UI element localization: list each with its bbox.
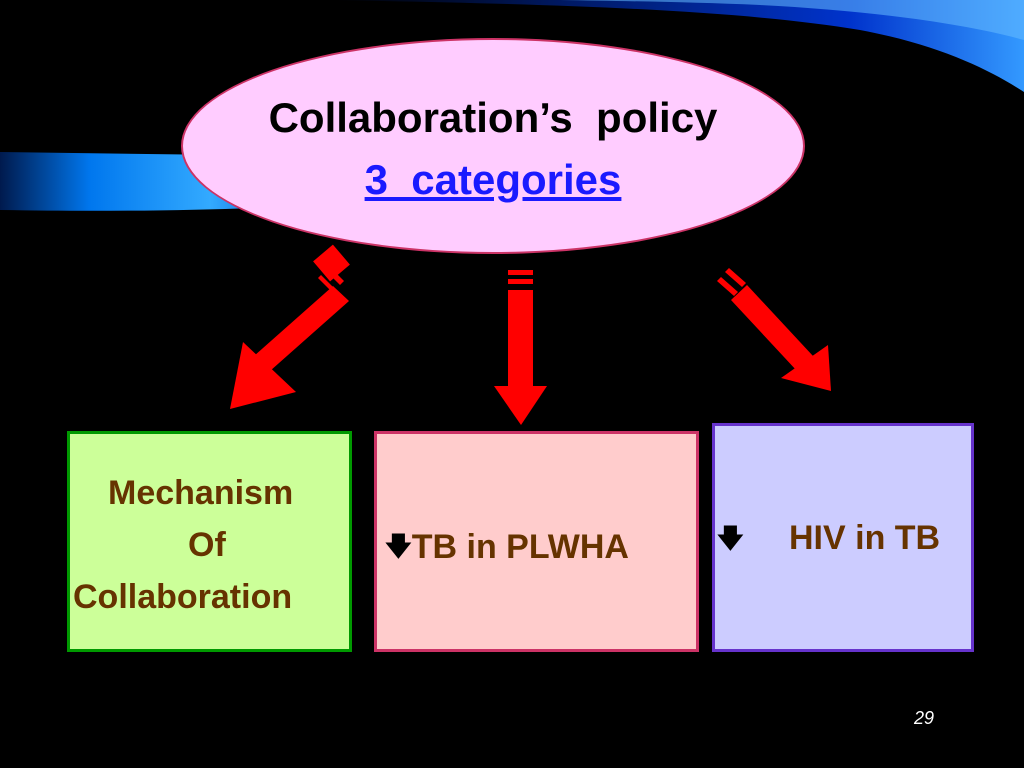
- left-arrow-shaft: [254, 286, 349, 371]
- middle-arrow-stripe-1: [508, 270, 533, 275]
- tb-in-plwha-line: 🡇TB in PLWHA: [385, 530, 629, 564]
- left-arrow-stripe-1: [325, 266, 344, 285]
- collaboration-line: Collaboration: [73, 578, 293, 616]
- right-arrow-stripe-2: [717, 277, 738, 296]
- top-swoosh-highlight: [560, 0, 1024, 40]
- right-arrow-shaft: [731, 285, 813, 371]
- hiv-in-tb-box: 🡇 HIV in TB: [712, 423, 974, 652]
- page-number: 29: [914, 708, 935, 728]
- top-swoosh: [330, 0, 1024, 92]
- middle-arrow: [494, 270, 547, 425]
- middle-arrow-shaft: [508, 290, 533, 386]
- down-arrow-bullet-icon: 🡇: [717, 523, 744, 553]
- of-line: Of: [188, 526, 226, 564]
- tb-in-plwha-text: TB in PLWHA: [411, 528, 629, 566]
- middle-arrow-head: [494, 386, 547, 425]
- mechanism-line: Mechanism: [108, 474, 294, 512]
- hiv-in-tb-text: HIV in TB: [789, 519, 941, 557]
- left-arrow: [230, 244, 350, 409]
- ellipse-title: Collaboration’s policy: [268, 94, 718, 141]
- categories-link[interactable]: 3 categories: [364, 156, 622, 203]
- right-arrow: [717, 268, 831, 391]
- left-arrow-stripe-2: [318, 275, 336, 293]
- left-arrow-head: [230, 342, 296, 409]
- right-arrow-head: [781, 345, 831, 391]
- tb-in-plwha-box: 🡇TB in PLWHA: [374, 431, 699, 652]
- mechanism-box: Mechanism Of Collaboration: [67, 431, 352, 652]
- right-arrow-stripe-1: [725, 268, 746, 287]
- down-arrow-bullet-icon: 🡇: [385, 531, 412, 561]
- policy-ellipse: Collaboration’s policy 3 categories: [181, 38, 805, 254]
- middle-arrow-stripe-2: [508, 279, 533, 284]
